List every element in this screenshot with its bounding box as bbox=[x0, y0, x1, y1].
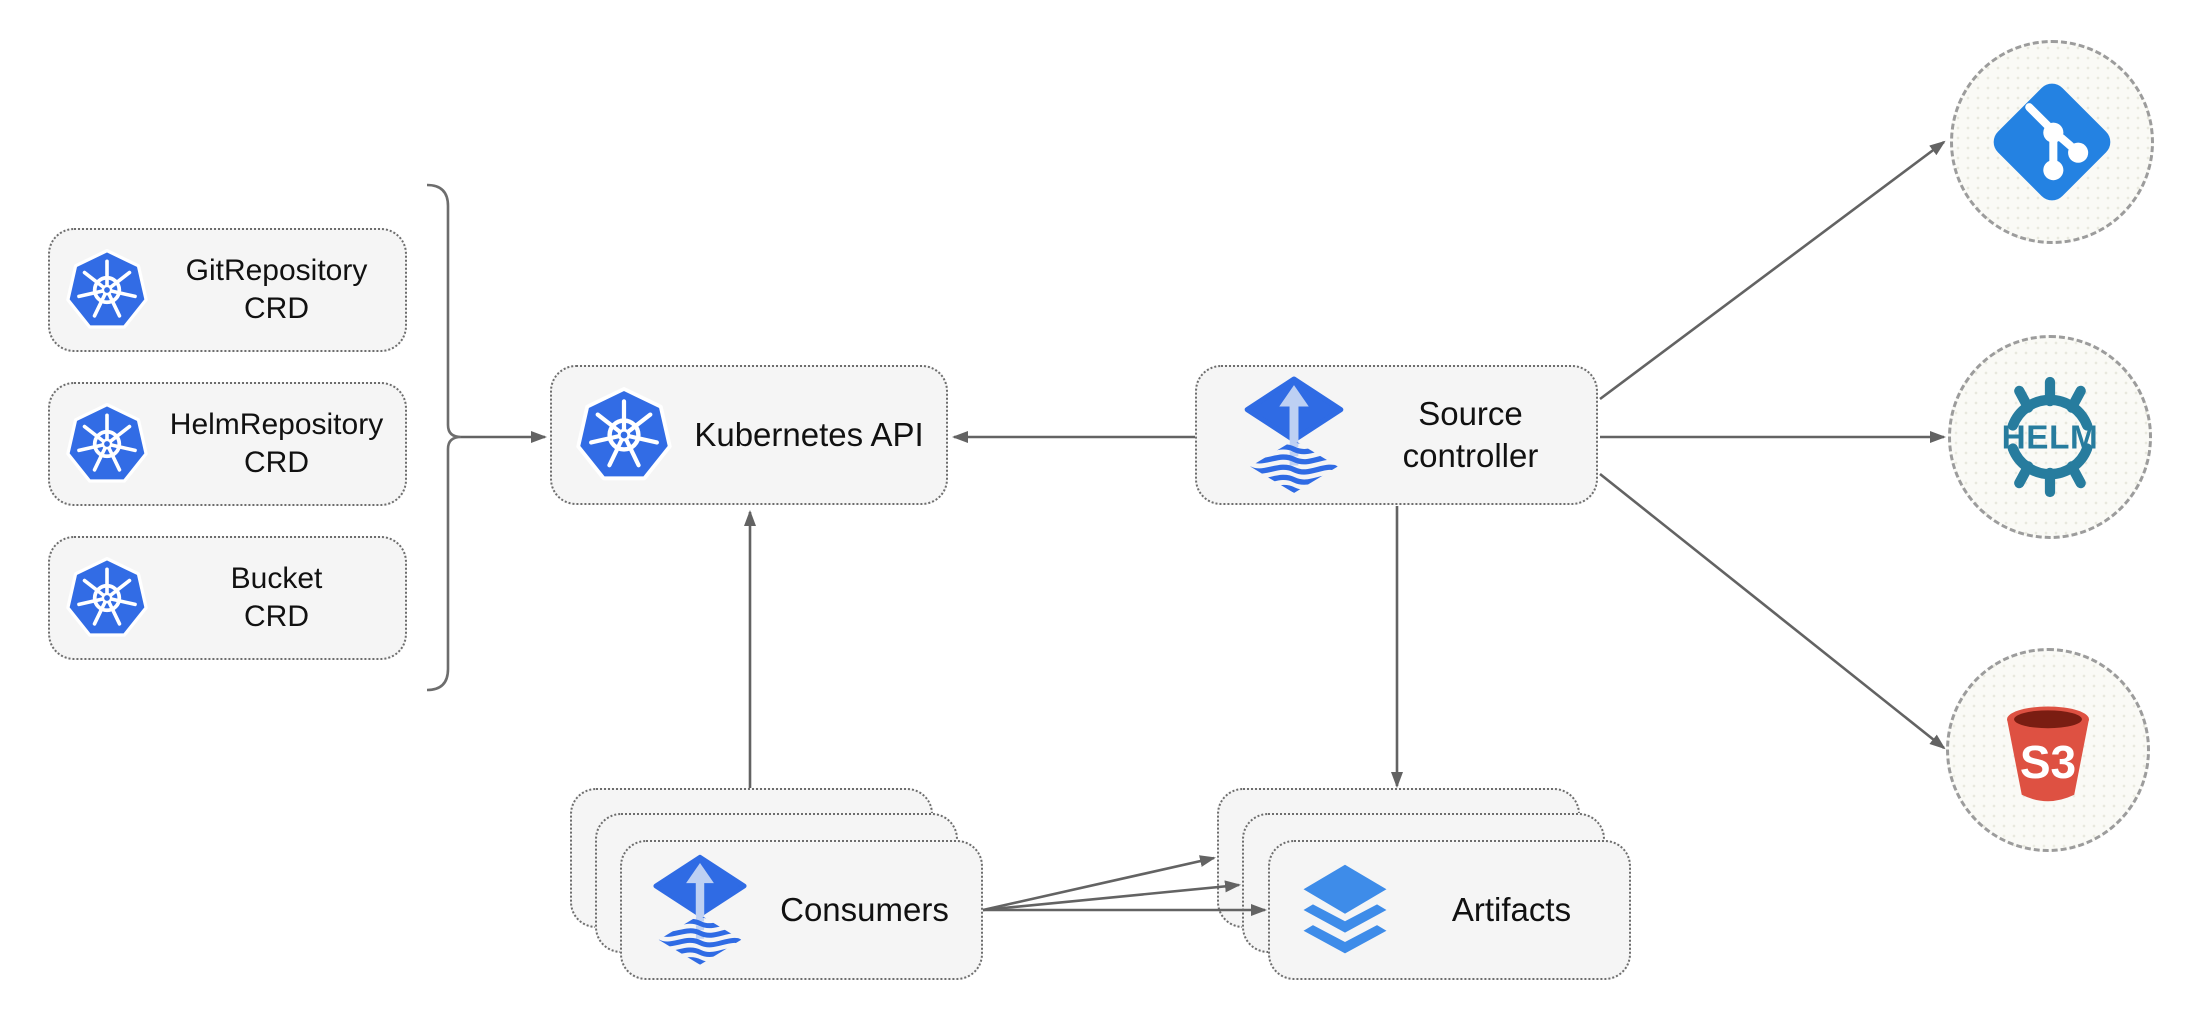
kubernetes-icon bbox=[66, 557, 148, 639]
external-git bbox=[1950, 40, 2154, 244]
node-kubernetes-api: Kubernetes API bbox=[550, 365, 948, 505]
node-source-controller: Source controller bbox=[1195, 365, 1598, 505]
edge-source-controller-to-s3 bbox=[1599, 472, 1946, 750]
flux-icon bbox=[652, 854, 748, 966]
node-label: GitRepository CRD bbox=[185, 254, 368, 325]
helm-wordmark: HELM bbox=[2002, 420, 2099, 457]
helm-icon: HELM bbox=[1986, 373, 2114, 501]
crd-group-bracket bbox=[426, 183, 462, 692]
layers-icon bbox=[1296, 861, 1394, 959]
node-label: HelmRepository CRD bbox=[169, 408, 384, 479]
node-label: Artifacts bbox=[1451, 891, 1572, 928]
node-consumers-stack: Consumers bbox=[570, 788, 985, 982]
kubernetes-icon bbox=[66, 403, 148, 485]
node-bucket-crd: Bucket CRD bbox=[48, 536, 407, 660]
edge-source-controller-to-git bbox=[1599, 140, 1946, 401]
kubernetes-icon bbox=[66, 249, 148, 331]
node-helmrepository-crd: HelmRepository CRD bbox=[48, 382, 407, 506]
node-label: Source controller bbox=[1402, 395, 1539, 474]
edge-consumers-to-artifacts-back bbox=[982, 855, 1216, 912]
s3-wordmark: S3 bbox=[2020, 736, 2076, 788]
edge-consumers-to-artifacts-middle bbox=[982, 880, 1241, 912]
git-icon bbox=[1985, 75, 2119, 209]
kubernetes-icon bbox=[576, 387, 672, 483]
node-label: Kubernetes API bbox=[694, 416, 924, 453]
s3-bucket-icon: S3 bbox=[1984, 686, 2112, 814]
external-s3: S3 bbox=[1946, 648, 2150, 852]
flux-icon bbox=[1243, 376, 1345, 494]
node-consumers: Consumers bbox=[620, 840, 983, 980]
external-helm: HELM bbox=[1948, 335, 2152, 539]
node-artifacts-stack: Artifacts bbox=[1217, 788, 1632, 982]
node-artifacts: Artifacts bbox=[1268, 840, 1631, 980]
node-label: Bucket CRD bbox=[230, 562, 323, 633]
node-gitrepository-crd: GitRepository CRD bbox=[48, 228, 407, 352]
node-label: Consumers bbox=[780, 891, 949, 928]
